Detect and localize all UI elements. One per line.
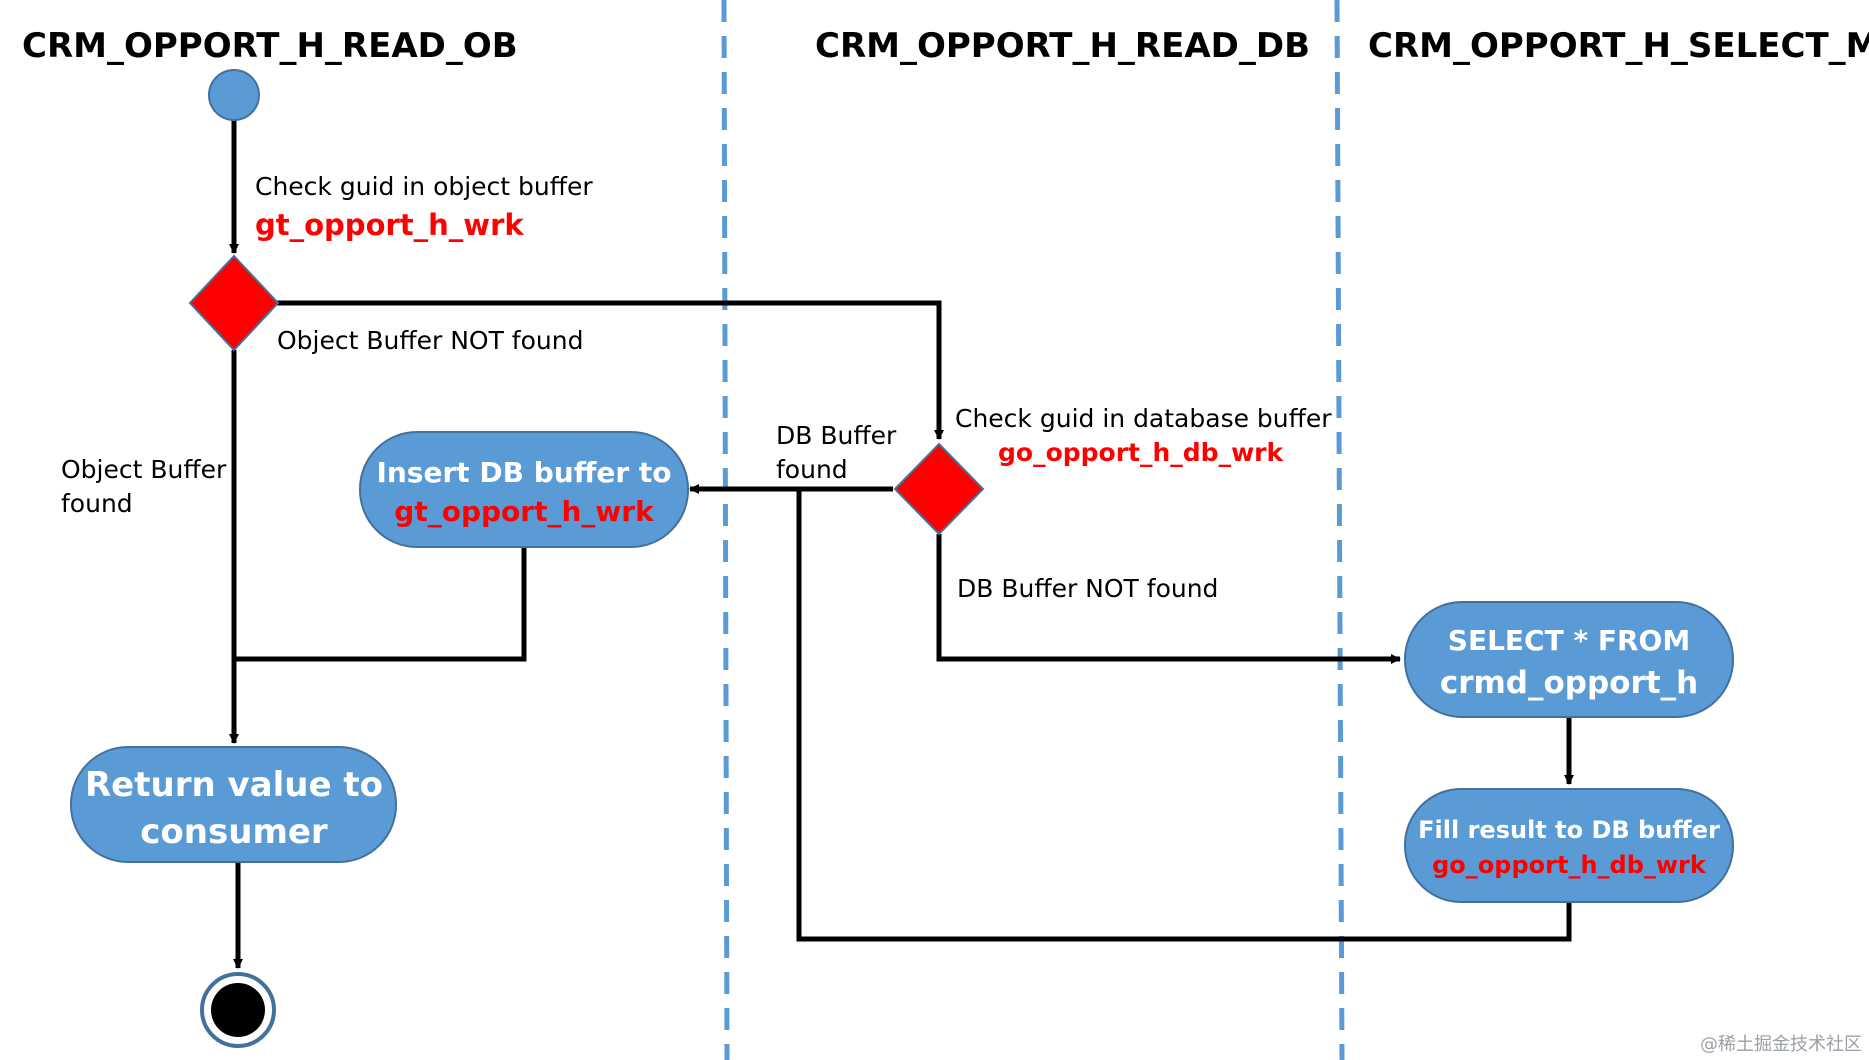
- label-db-buffer-var: go_opport_h_db_wrk: [998, 438, 1285, 467]
- node-select-from: SELECT * FROM crmd_opport_h: [1404, 601, 1734, 718]
- node-fill-result-line2: go_opport_h_db_wrk: [1432, 851, 1707, 879]
- lane-title-select-m-db: CRM_OPPORT_H_SELECT_M_DB: [1368, 26, 1869, 66]
- node-insert-db-buffer: Insert DB buffer to gt_opport_h_wrk: [359, 431, 689, 548]
- node-fill-result: Fill result to DB buffer go_opport_h_db_…: [1404, 788, 1734, 903]
- node-return-value-line1: Return value to: [85, 765, 383, 805]
- decision-db-buffer: [893, 442, 985, 536]
- node-fill-result-line1: Fill result to DB buffer: [1418, 816, 1720, 844]
- label-object-buffer-not-found: Object Buffer NOT found: [277, 326, 583, 355]
- label-object-buffer-found-2: found: [61, 489, 133, 518]
- node-insert-db-buffer-line1: Insert DB buffer to: [376, 456, 671, 489]
- label-object-buffer-found-1: Object Buffer: [61, 455, 227, 484]
- end-node: [200, 972, 276, 1048]
- node-return-value: Return value to consumer: [70, 746, 397, 863]
- node-return-value-line2: consumer: [140, 812, 328, 852]
- label-db-buffer-found-2: found: [776, 455, 848, 484]
- watermark: @稀土掘金技术社区: [1700, 1034, 1862, 1055]
- label-db-buffer-not-found: DB Buffer NOT found: [957, 574, 1218, 603]
- decision-object-buffer: [188, 254, 280, 352]
- edge-insert-to-return: [234, 547, 527, 662]
- lane-title-read-ob: CRM_OPPORT_H_READ_OB: [22, 26, 518, 66]
- label-check-db-buffer: Check guid in database buffer: [955, 404, 1332, 433]
- label-check-object-buffer: Check guid in object buffer: [255, 172, 593, 201]
- edge-ob-not-found: [276, 300, 944, 440]
- label-db-buffer-found-1: DB Buffer: [776, 421, 897, 450]
- connectors: [229, 120, 1574, 969]
- node-insert-db-buffer-line2: gt_opport_h_wrk: [394, 495, 655, 528]
- label-object-buffer-var: gt_opport_h_wrk: [255, 208, 524, 242]
- start-node: [208, 69, 260, 121]
- node-select-from-line1: SELECT * FROM: [1448, 624, 1690, 657]
- lane-divider-1: [721, 0, 730, 1060]
- lane-title-read-db: CRM_OPPORT_H_READ_DB: [815, 26, 1310, 66]
- edge-fill-loop-back: [796, 489, 1572, 942]
- lane-divider-2: [1334, 0, 1345, 1060]
- node-select-from-line2: crmd_opport_h: [1440, 665, 1698, 701]
- edge-db-not-found: [936, 534, 1401, 664]
